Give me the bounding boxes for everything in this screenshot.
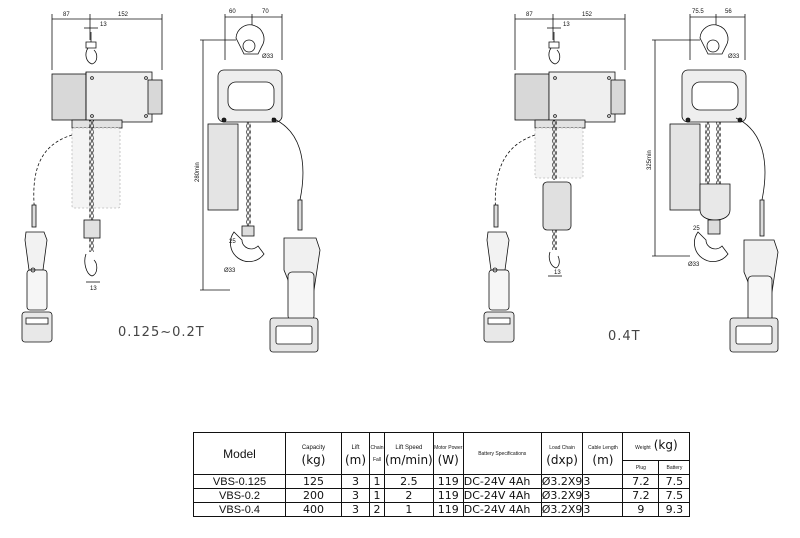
header-motor-power-label: Motor Power	[434, 444, 463, 451]
cell-battery: DC-24V 4Ah	[462, 502, 542, 517]
header-capacity: Capacity(kg)	[285, 432, 342, 475]
cell-capacity: 400	[285, 502, 342, 517]
cell-speed: 1	[384, 502, 434, 517]
cell-capacity: 200	[285, 488, 342, 503]
header-battery-weight: Battery	[658, 460, 691, 475]
header-motor-power-unit: (W)	[437, 452, 459, 467]
header-battery: Battery Specifications	[462, 432, 542, 475]
hoist-front-view-large	[652, 14, 779, 353]
cell-fall: 1	[369, 474, 385, 489]
technical-drawing: 13 87 152 13	[21, 9, 779, 353]
cell-cable: 3	[582, 474, 624, 489]
dim-left-bottom: 13	[90, 286, 97, 292]
cell-model: VBS-0.125	[193, 474, 286, 489]
cell-model: VBS-0.4	[193, 502, 286, 517]
cell-power: 119	[432, 474, 464, 489]
dim-mid-a: 60	[229, 9, 236, 15]
dim-left-hook: 13	[100, 22, 107, 28]
header-chain-fall: Chain Fall	[369, 432, 385, 475]
cell-battery: DC-24V 4Ah	[462, 488, 542, 503]
dim-far-hook-w: 25	[693, 226, 700, 232]
header-lift-label: Lift	[351, 444, 360, 451]
hoist-side-view-small: 13	[21, 14, 163, 343]
cell-speed: 2.5	[384, 474, 434, 489]
cell-chain: Ø3.2X9	[540, 474, 584, 489]
cell-fall: 2	[369, 502, 385, 517]
cell-cable: 3	[582, 488, 624, 503]
header-weight: Weight (kg)	[622, 432, 691, 461]
header-cable-length-label: Cable Length	[588, 444, 618, 451]
cell-speed: 2	[384, 488, 434, 503]
header-load-chain-unit: (dxp)	[546, 452, 578, 467]
header-lift: Lift(m)	[341, 432, 370, 475]
spec-table: Model Capacity(kg) Lift(m) Chain Fall Li…	[193, 432, 691, 517]
cell-chain: Ø3.2X9	[540, 488, 584, 503]
header-model: Model	[193, 432, 286, 475]
dim-mid-hook-dia-bottom: Ø33	[224, 268, 236, 274]
cell-lift: 3	[341, 474, 370, 489]
header-load-chain-label: Load Chain	[549, 444, 575, 451]
header-lift-speed: Lift Speed(m/min)	[384, 432, 434, 475]
dim-far-hook-dia-bottom: Ø33	[688, 262, 700, 268]
cell-model: VBS-0.2	[193, 488, 286, 503]
cell-lift: 3	[341, 488, 370, 503]
cell-bat: 7.5	[658, 474, 691, 489]
caption-small-models: 0.125~0.2T	[118, 325, 205, 340]
header-weight-unit: (kg)	[653, 438, 678, 452]
header-lift-speed-unit: (m/min)	[385, 452, 433, 467]
cell-battery: DC-24V 4Ah	[462, 474, 542, 489]
cell-bat: 7.5	[658, 488, 691, 503]
dim-far-hook-dia: Ø33	[728, 54, 740, 60]
header-lift-unit: (m)	[344, 452, 367, 467]
cell-fall: 1	[369, 488, 385, 503]
cell-capacity: 125	[285, 474, 342, 489]
header-capacity-unit: (kg)	[301, 452, 326, 467]
dim-mid-height: 280min	[195, 162, 201, 182]
cell-power: 119	[432, 488, 464, 503]
dim-right-hook: 13	[563, 22, 570, 28]
hoist-front-view-small	[200, 14, 321, 353]
cell-plug: 9	[622, 502, 660, 517]
dim-mid-b: 70	[262, 9, 269, 15]
cell-plug: 7.2	[622, 488, 660, 503]
cell-plug: 7.2	[622, 474, 660, 489]
cell-power: 119	[432, 502, 464, 517]
header-motor-power: Motor Power(W)	[432, 432, 464, 475]
cell-bat: 9.3	[658, 502, 691, 517]
header-cable-length: Cable Length(m)	[582, 432, 624, 475]
dim-left-a: 87	[63, 12, 70, 18]
dim-right-a: 87	[526, 12, 533, 18]
dim-mid-hook-dia: Ø33	[262, 54, 274, 60]
cell-chain: Ø3.2X9	[540, 502, 584, 517]
header-capacity-label: Capacity	[301, 444, 326, 451]
dim-far-height: 325min	[647, 150, 653, 170]
dim-left-b: 152	[118, 12, 129, 18]
header-lift-speed-label: Lift Speed	[395, 444, 423, 451]
dim-far-b: 56	[725, 9, 732, 15]
hoist-side-view-large: 13	[483, 14, 626, 343]
dim-far-a: 75.5	[692, 9, 704, 15]
dim-right-b: 152	[582, 12, 593, 18]
cell-cable: 3	[582, 502, 624, 517]
cell-lift: 3	[341, 502, 370, 517]
header-plug: Plug	[622, 460, 660, 475]
caption-large-model: 0.4T	[608, 329, 641, 344]
dim-right-bottom: 13	[554, 270, 561, 276]
header-weight-label: Weight	[635, 445, 651, 451]
table-header-row: Model Capacity(kg) Lift(m) Chain Fall Li…	[193, 432, 691, 475]
header-load-chain: Load Chain(dxp)	[540, 432, 584, 475]
dim-mid-hook-w: 25	[229, 239, 236, 245]
header-cable-length-unit: (m)	[592, 452, 614, 467]
